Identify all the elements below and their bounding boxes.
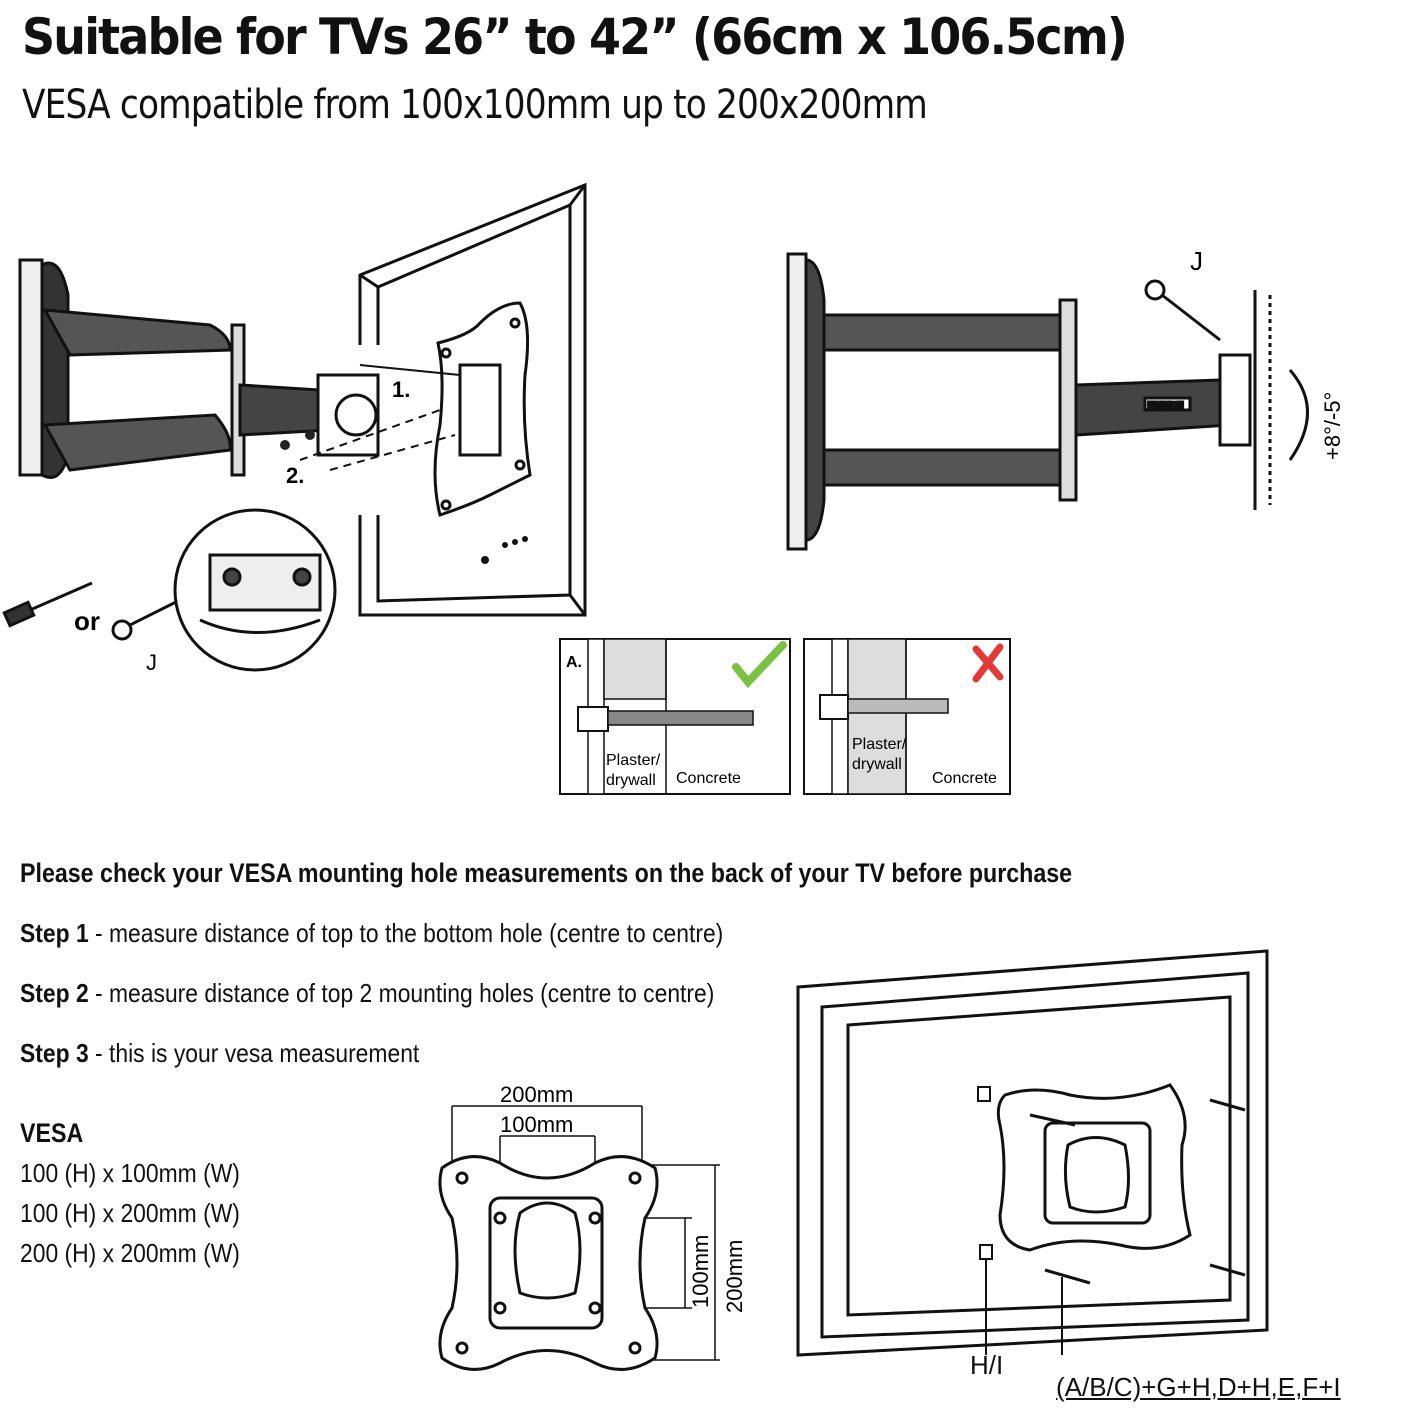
tilt-label: +8°/-5° <box>1320 392 1345 460</box>
dim-top-inner: 100mm <box>500 1112 573 1137</box>
wall-type-panels: A. Plaster/ drywall Concrete Plaster/ dr… <box>559 638 1011 795</box>
label-hi-text: H/I <box>970 1350 1004 1380</box>
leader-lines <box>985 1260 1063 1355</box>
wall-plate <box>786 252 826 551</box>
arm-assembly-diagram: 1. 2. or J <box>2 182 587 675</box>
panel-correct: A. Plaster/ drywall Concrete <box>559 638 791 795</box>
tv-button-dots <box>481 536 528 564</box>
panel-a-plaster-2: drywall <box>606 772 656 789</box>
tilt-diagram: INVISION J +8°/-5° <box>786 246 1345 551</box>
or-label: or <box>74 606 100 636</box>
vesa-plate <box>438 1155 659 1371</box>
vesa-heading: VESA <box>20 1118 84 1148</box>
arm-segments: INVISION <box>822 298 1252 502</box>
step-1-label: Step 1 <box>20 918 89 948</box>
mounting-bolts <box>1029 1098 1246 1285</box>
step-3-text: - this is your vesa measurement <box>88 1038 420 1068</box>
check-icon <box>732 641 787 689</box>
callout-1: 1. <box>392 377 410 402</box>
screwdriver-icon <box>2 581 93 628</box>
panel-b-plaster-2: drywall <box>852 756 902 773</box>
magnified-detail <box>173 508 337 672</box>
step-1-text: - measure distance of top to the bottom … <box>88 918 724 948</box>
step-2-label: Step 2 <box>20 978 89 1008</box>
wrench-icon <box>1144 279 1221 342</box>
arm-segments <box>42 308 380 477</box>
step-1: Step 1 - measure distance of top to the … <box>20 918 723 949</box>
panel-incorrect: Plaster/ drywall Concrete <box>803 638 1011 795</box>
mounting-plate <box>996 1083 1192 1252</box>
tilt-arc <box>1288 369 1309 461</box>
cross-icon <box>972 643 1004 683</box>
panel-b-plaster-1: Plaster/ <box>852 736 907 753</box>
alignment-guides <box>299 364 461 471</box>
wrench-label: J <box>1190 246 1203 276</box>
label-parts: (A/B/C)+G+H,D+H,E,F+I <box>1056 1372 1341 1402</box>
step-3-label: Step 3 <box>20 1038 89 1068</box>
page-title: Suitable for TVs 26” to 42” (66cm x 106.… <box>22 8 1128 66</box>
panel-a-letter: A. <box>566 654 582 671</box>
wrench-label: J <box>146 650 157 675</box>
step-2-text: - measure distance of top 2 mounting hol… <box>88 978 715 1008</box>
panel-a-plaster-1: Plaster/ <box>606 752 661 769</box>
tv-profile <box>1253 290 1272 510</box>
brand-badge: INVISION <box>1148 401 1183 410</box>
dim-side-inner: 100mm <box>688 1235 713 1308</box>
vesa-plate-on-tv <box>433 301 532 517</box>
step-3: Step 3 - this is your vesa measurement <box>20 1038 419 1069</box>
vesa-plate-dimension-diagram: 200mm 100mm 100mm 200mm <box>438 1082 747 1371</box>
tv-back-mounting-diagram: H/I <box>796 949 1269 1357</box>
panel-b-concrete: Concrete <box>932 770 997 787</box>
page-subtitle: VESA compatible from 100x100mm up to 200… <box>22 82 928 128</box>
spacers <box>977 1086 993 1260</box>
panel-a-concrete: Concrete <box>676 770 741 787</box>
dim-side-outer: 200mm <box>722 1240 747 1313</box>
vesa-size-3: 200 (H) x 200mm (W) <box>20 1238 240 1268</box>
instruction-heading: Please check your VESA mounting hole mea… <box>20 858 1073 888</box>
screw-icon <box>280 430 315 450</box>
vesa-size-2: 100 (H) x 200mm (W) <box>20 1198 240 1228</box>
dim-top-outer: 200mm <box>500 1082 573 1107</box>
callout-2: 2. <box>286 463 304 488</box>
step-2: Step 2 - measure distance of top 2 mount… <box>20 978 714 1009</box>
vesa-size-1: 100 (H) x 100mm (W) <box>20 1158 240 1188</box>
